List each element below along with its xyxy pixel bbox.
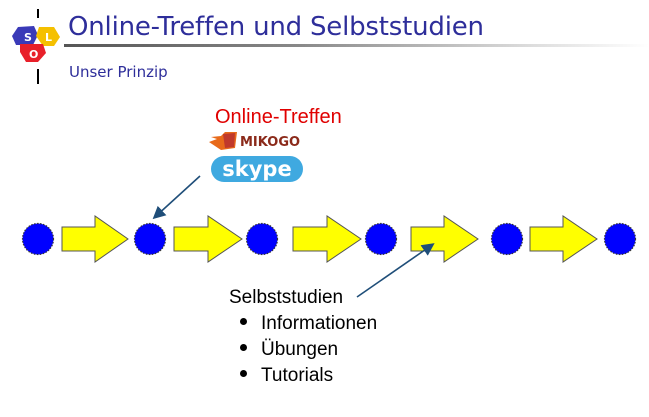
svg-text:S: S — [24, 31, 32, 44]
logo-o-hexagon — [20, 44, 46, 62]
list-item: Übungen — [240, 337, 377, 363]
logo-l-hexagon — [36, 27, 60, 46]
flow-arrow-2 — [173, 215, 243, 263]
self-study-label: Selbststudien — [229, 287, 344, 308]
svg-text:L: L — [45, 31, 52, 44]
flow-arrows — [61, 215, 598, 263]
flow-arrow-1 — [61, 215, 129, 263]
online-meetings-label: Online-Treffen — [215, 106, 342, 128]
flow-arrow-5 — [529, 215, 598, 263]
skype-logo-icon: skype — [211, 156, 303, 182]
mikogo-logo-icon: MIKOGO — [209, 132, 300, 150]
logo-s-hexagon — [12, 26, 38, 45]
svg-text:MIKOGO: MIKOGO — [240, 135, 300, 150]
title-underline — [64, 44, 649, 47]
list-item: Tutorials — [240, 363, 377, 389]
svg-text:O: O — [29, 48, 38, 61]
list-item: Informationen — [240, 311, 377, 337]
flow-node-5 — [490, 222, 524, 256]
self-study-list: Informationen Übungen Tutorials — [240, 311, 377, 389]
flow-arrow-4 — [410, 215, 479, 263]
bullet-icon — [240, 318, 247, 326]
page-title: Online-Treffen und Selbststudien — [68, 12, 484, 42]
page-subtitle: Unser Prinzip — [69, 63, 168, 81]
solo-logo-icon: S L O — [12, 9, 60, 84]
flow-node-4 — [364, 222, 398, 256]
flow-node-3 — [245, 222, 279, 256]
flow-arrow-3 — [292, 215, 362, 263]
bullet-icon — [240, 344, 247, 352]
bullet-icon — [240, 370, 247, 378]
flow-nodes — [21, 222, 637, 256]
flow-node-6 — [603, 222, 637, 256]
flow-node-1 — [21, 222, 55, 256]
online-pointer-line — [152, 175, 201, 220]
flow-node-2 — [133, 222, 167, 256]
selfstudy-pointer-line — [356, 243, 435, 298]
svg-text:skype: skype — [222, 157, 291, 181]
